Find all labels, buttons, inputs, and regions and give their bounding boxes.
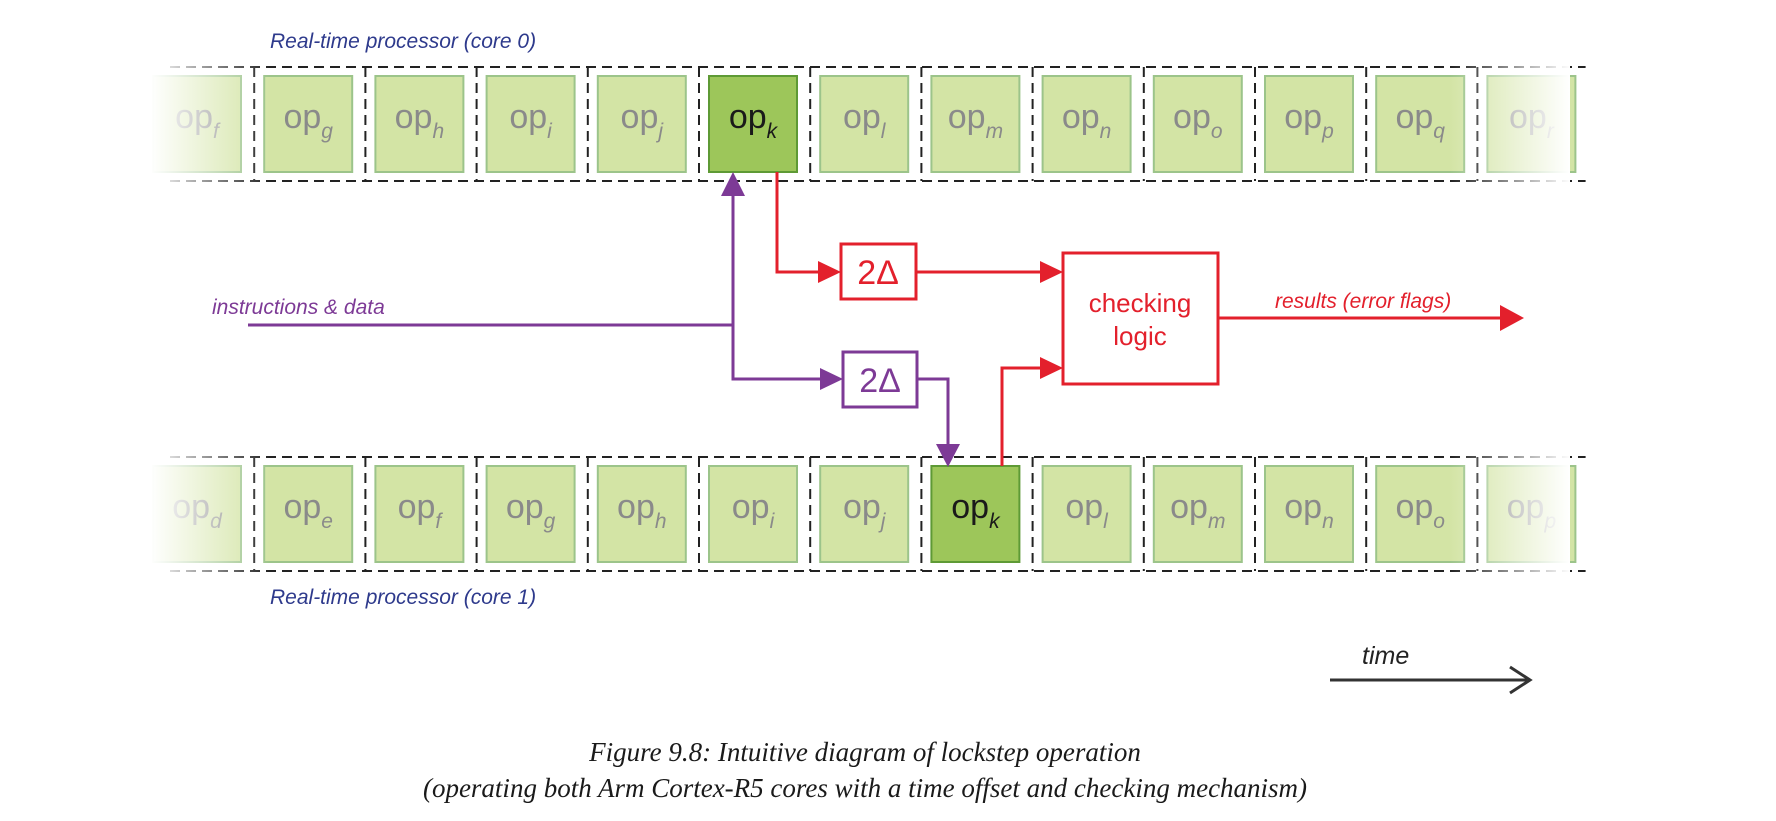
core0-op-i: opi [485, 75, 576, 173]
core0-op-label: opi [509, 98, 553, 143]
core1-op-f: opf [374, 465, 465, 563]
time-label: time [1362, 642, 1409, 670]
core0-op-m: opm [930, 75, 1021, 173]
core1-op-box [708, 465, 798, 563]
caption-line2: (operating both Arm Cortex-R5 cores with… [423, 773, 1307, 803]
core0-op-k: opk [708, 75, 798, 173]
core1-label: Real-time processor (core 1) [270, 586, 536, 609]
core0-op-g: opg [263, 75, 354, 173]
core0-op-box [1152, 75, 1243, 173]
core1-op-o: opo [1375, 465, 1466, 563]
delay-top-label: 2Δ [857, 254, 899, 292]
core1-op-h: oph [596, 465, 687, 563]
core0-fade-right [1450, 60, 1570, 190]
core1-op-j: opj [819, 465, 910, 563]
core1-op-box [1375, 465, 1466, 563]
core1-op-m: opm [1152, 465, 1243, 563]
core0-op-box [708, 75, 798, 173]
core1-fade-left [150, 452, 270, 582]
core0-fade-left [150, 60, 270, 190]
core1-op-label: opl [1065, 488, 1109, 533]
checking-logic-line2: logic [1113, 321, 1166, 351]
core0-op-box [930, 75, 1021, 173]
core0-to-delay-line [775, 172, 818, 274]
core0-op-box [485, 75, 576, 173]
core0-op-q: opq [1375, 75, 1466, 173]
core0-op-box [263, 75, 354, 173]
core1-op-box [1264, 465, 1354, 563]
core0-op-box [1264, 75, 1354, 173]
core0-op-l: opl [819, 75, 910, 173]
core0-op-box [596, 75, 687, 173]
core1-to-checker-line [1000, 366, 1040, 466]
core0-op-box [819, 75, 910, 173]
output-label: results (error flags) [1275, 290, 1451, 313]
core1-op-i: opi [708, 465, 798, 563]
input-to-delay-arrowhead [820, 368, 843, 390]
core1-op-n: opn [1264, 465, 1354, 563]
core1-op-box [1152, 465, 1243, 563]
delay-to-core1-line [917, 377, 950, 444]
core1-op-box [819, 465, 910, 563]
core1-pipeline: opdopeopfopgophopiopjopkoplopmopnopoopp [152, 456, 1586, 572]
input-to-delay-line [731, 325, 820, 381]
core0-label: Real-time processor (core 0) [270, 30, 536, 53]
core1-op-box [374, 465, 465, 563]
core0-op-label: opl [843, 98, 887, 143]
core1-op-box [930, 465, 1021, 563]
core1-op-label: opf [398, 488, 444, 533]
core0-op-p: opp [1264, 75, 1354, 173]
core0-op-label: opq [1395, 98, 1445, 143]
checking-logic-box [1061, 251, 1220, 386]
caption-line1: Figure 9.8: Intuitive diagram of lockste… [588, 737, 1141, 767]
core1-op-box [263, 465, 354, 563]
core1-op-g: opg [485, 465, 576, 563]
core0-op-o: opo [1152, 75, 1243, 173]
core1-op-label: opj [843, 488, 887, 533]
delay-bottom-label: 2Δ [859, 362, 901, 400]
core0-op-box [1375, 75, 1466, 173]
time-arrowhead [1509, 665, 1533, 695]
core1-op-e: ope [263, 465, 354, 563]
delay-to-checker-arrowhead [1040, 261, 1063, 283]
core0-op-box [1041, 75, 1132, 173]
core0-op-label: opj [621, 98, 665, 143]
checking-logic-line1: checking [1089, 288, 1192, 318]
core1-op-box [485, 465, 576, 563]
core1-to-checker-arrowhead [1040, 357, 1063, 379]
input-label: instructions & data [212, 296, 385, 319]
output-arrowhead [1500, 305, 1524, 331]
core1-op-k: opk [930, 465, 1021, 563]
core1-op-box [596, 465, 687, 563]
core0-op-h: oph [374, 75, 465, 173]
core0-op-box [374, 75, 465, 173]
core1-op-label: opi [732, 488, 776, 533]
core1-fade-right [1450, 452, 1570, 582]
core1-op-l: opl [1041, 465, 1132, 563]
core0-op-n: opn [1041, 75, 1132, 173]
core0-to-delay-arrowhead [818, 261, 841, 283]
delay-to-core1-arrowhead [936, 444, 960, 467]
delay-box-bottom [841, 350, 919, 409]
core0-op-j: opj [596, 75, 687, 173]
input-to-core0-arrowhead [721, 172, 745, 196]
core1-op-box [1041, 465, 1132, 563]
core0-pipeline: opfopgophopiopjopkoplopmopnopooppopqopr [152, 66, 1586, 182]
